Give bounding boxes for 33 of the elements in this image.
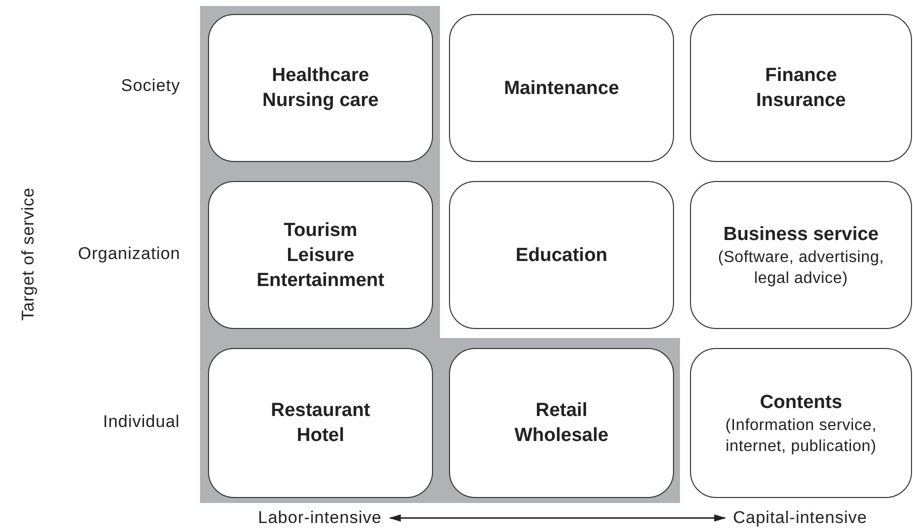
category-name: Leisure [286,244,354,268]
row-label: Individual [103,412,180,432]
category-box [690,181,912,329]
row-label: Society [121,76,180,96]
category-name: Education [516,244,608,268]
category-name: Wholesale [514,424,608,448]
category-name: Hotel [296,424,344,448]
category-name: Finance [765,64,837,88]
row-label: Organization [78,244,180,264]
category-examples: (Software, advertising, legal advice) [716,248,886,288]
category-box [208,181,433,329]
category-box [449,14,674,162]
category-box [690,14,912,162]
category-box [449,181,674,329]
category-name: Insurance [756,89,846,113]
axis-end-label: Capital-intensive [733,508,868,528]
axis-title: Target of service [18,187,38,321]
axis-end-label: Labor-intensive [258,508,382,528]
category-name: Maintenance [504,76,620,100]
category-examples: (Information service, internet, publication) [724,416,878,456]
category-box [208,14,433,162]
category-name: Healthcare [272,64,370,88]
category-name: Contents [760,390,842,414]
category-name: Retail [536,399,588,423]
category-name: Business service [723,222,879,246]
category-name: Entertainment [256,268,384,292]
category-box [690,348,912,498]
double-headed-arrow [388,514,726,522]
category-name: Tourism [284,218,358,242]
category-box [449,348,674,498]
category-box [208,348,433,498]
category-name: Restaurant [270,399,370,423]
category-name: Nursing care [262,89,379,113]
